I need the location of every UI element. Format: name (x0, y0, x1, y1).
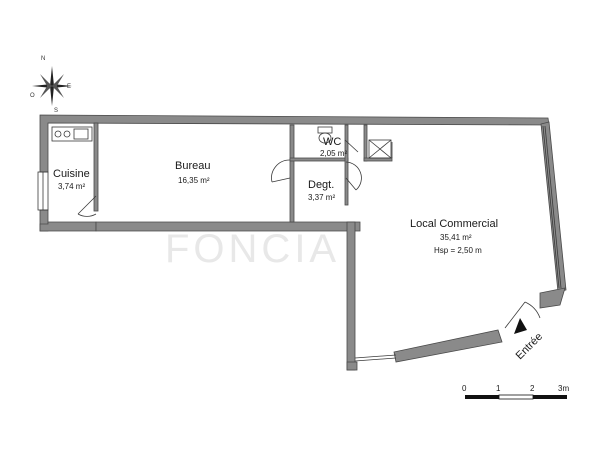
toilet-icon (317, 126, 333, 144)
scale-bar: 0 1 2 3m (462, 384, 569, 400)
compass-north: N (41, 56, 45, 62)
compass-rose-icon: N E O S (30, 56, 72, 114)
room-name-degt: Degt. (308, 179, 334, 191)
room-area-wc: 2,05 m² (320, 149, 347, 158)
room-name-local: Local Commercial (410, 218, 498, 230)
kitchen-window (37, 171, 49, 211)
room-area-local: 35,41 m² (440, 233, 472, 242)
shaft-icon (368, 139, 392, 159)
room-area-bureau: 16,35 m² (178, 176, 210, 185)
room-area-degt: 3,37 m² (308, 193, 335, 202)
room-name-wc: WC (323, 136, 341, 148)
watermark: FONCIA (165, 227, 340, 271)
scale-tick-2: 2 (530, 384, 535, 393)
room-height-local: Hsp = 2,50 m (434, 246, 482, 255)
scale-tick-0: 0 (462, 384, 467, 393)
partitions (93, 122, 393, 223)
entrance-arrow-icon (514, 318, 527, 334)
compass-east: E (67, 84, 71, 90)
room-area-cuisine: 3,74 m² (58, 182, 85, 191)
entrance-label: Entrée (514, 331, 545, 362)
walls (39, 114, 567, 371)
doors (77, 139, 541, 329)
scale-tick-3: 3m (558, 384, 569, 393)
room-name-bureau: Bureau (175, 160, 210, 172)
compass-south: S (54, 108, 58, 114)
sink-icon (51, 126, 93, 142)
room-name-cuisine: Cuisine (53, 168, 90, 180)
scale-tick-1: 1 (496, 384, 501, 393)
compass-west: O (30, 93, 35, 99)
shop-window (354, 125, 562, 362)
